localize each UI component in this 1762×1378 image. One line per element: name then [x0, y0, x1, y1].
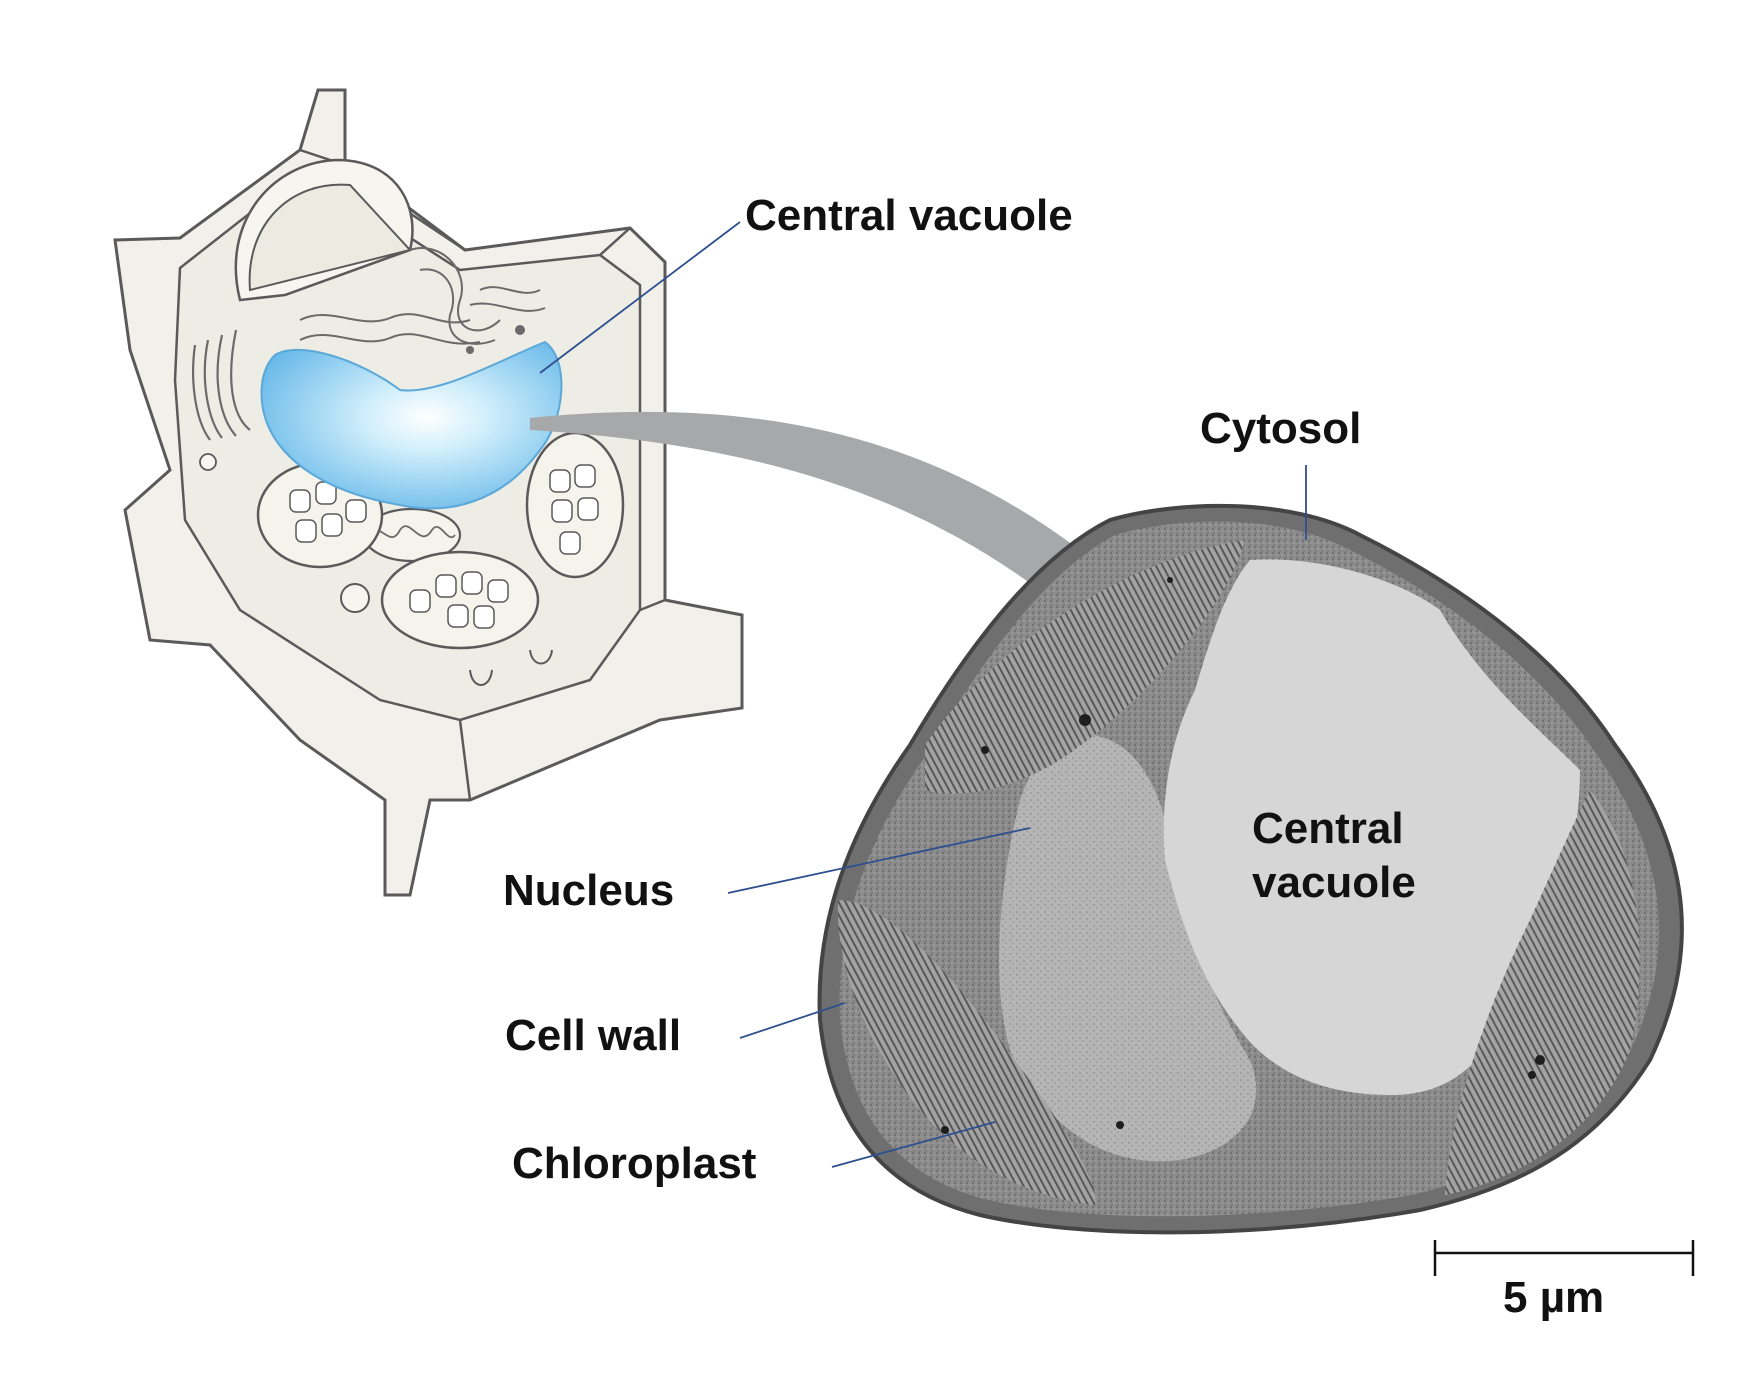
micrograph-chloroplast-left — [837, 900, 1096, 1205]
leader-chloroplast — [831, 1121, 996, 1168]
micrograph-chloroplast-right — [1445, 790, 1640, 1195]
leader-lines — [539, 221, 1307, 1168]
label-cell-wall: Cell wall — [505, 1011, 681, 1060]
leader-cell-wall — [739, 1002, 846, 1039]
label-scale-bar: 5 µm — [1503, 1273, 1604, 1322]
label-nucleus: Nucleus — [503, 866, 674, 915]
label-central-vacuole-top: Central vacuole — [745, 191, 1073, 240]
micrograph-nucleus — [999, 734, 1257, 1162]
label-central-vacuole-micro-1: Central — [1252, 804, 1404, 853]
label-cytosol: Cytosol — [1200, 404, 1361, 453]
chloroplast-illustration-right — [525, 431, 625, 579]
nucleus-illustration — [234, 158, 414, 302]
label-central-vacuole-micro-2: vacuole — [1252, 858, 1416, 907]
chloroplast-illustration-bottom — [380, 550, 540, 650]
micrograph — [817, 503, 1684, 1235]
golgi-illustration — [192, 329, 251, 441]
micrograph-central-vacuole — [1163, 559, 1580, 1095]
central-vacuole-illustration — [260, 340, 563, 510]
endoplasmic-reticulum — [299, 247, 546, 345]
label-chloroplast: Chloroplast — [512, 1139, 757, 1188]
scale-bar — [1433, 1240, 1695, 1276]
micrograph-chloroplast-top — [925, 540, 1245, 794]
plant-cell-illustration — [113, 88, 744, 897]
leader-nucleus — [727, 827, 1031, 894]
leader-central-vacuole-top — [539, 221, 741, 374]
